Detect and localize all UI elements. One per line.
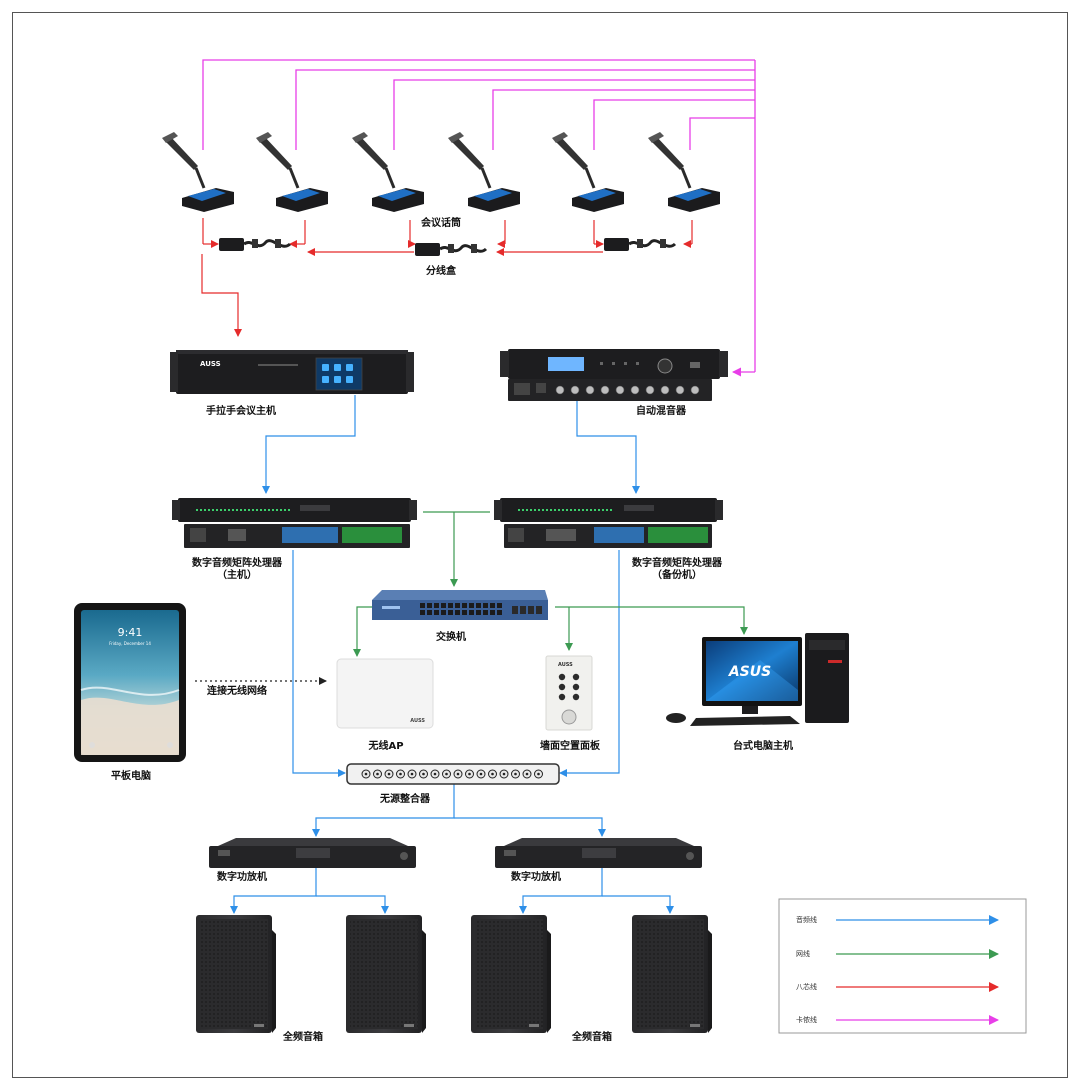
auto-mixer-unit (500, 349, 728, 401)
xlr-lines (202, 59, 756, 377)
conference-microphone-6 (648, 132, 720, 212)
diagram-frame (12, 12, 1068, 1078)
legend: 音频线 网线 八芯线 卡侬线 (778, 898, 1027, 1034)
dsp-main-unit (172, 498, 417, 548)
eight-core-lines (201, 218, 693, 337)
label-speakers-left: 全频音箱 (282, 1030, 323, 1043)
label-auto-mixer: 自动混音器 (636, 404, 687, 417)
label-conference-host: 手拉手会议主机 (206, 404, 276, 417)
conference-microphone-3 (352, 132, 424, 212)
legend-label-xlr: 卡侬线 (796, 1015, 817, 1024)
amplifier-left-unit (209, 838, 416, 868)
wireless-ap-brand: AUSS (410, 718, 425, 724)
audio-lines (230, 395, 674, 914)
passive-combiner-unit (346, 763, 560, 785)
dsp-backup-unit (494, 498, 723, 548)
label-desktop-pc: 台式电脑主机 (733, 739, 793, 752)
legend-label-audio: 音频线 (796, 915, 817, 924)
label-dsp-backup-1: 数字音频矩阵处理器 (632, 556, 723, 569)
conference-microphone-5 (552, 132, 624, 212)
label-amp-left: 数字功放机 (217, 870, 267, 883)
label-splitter-box: 分线盒 (426, 264, 457, 277)
label-speakers-right: 全频音箱 (571, 1030, 612, 1043)
label-passive-combiner: 无源整合器 (379, 792, 431, 805)
diagram-labels: 会议话筒 分线盒 手拉手会议主机 自动混音器 数字音频矩阵处理器 （主机） 数字… (111, 216, 793, 1043)
conference-host-unit: AUSS (170, 350, 414, 394)
tablet-date: Friday, December 14 (109, 641, 151, 646)
splitter-box-3 (604, 238, 677, 251)
legend-item-network: 网线 (796, 949, 999, 959)
splitter-boxes (219, 238, 677, 256)
conference-microphone-1 (162, 132, 234, 212)
wireless-ap-device: AUSS (336, 658, 434, 729)
full-range-speakers (196, 915, 712, 1033)
wall-panel-brand: AUSS (558, 662, 573, 668)
label-wall-panel: 墙面空置面板 (540, 739, 601, 752)
desktop-pc-device: ASUS (666, 633, 849, 726)
label-wireless-ap: 无线AP (367, 739, 403, 752)
conference-microphone-2 (256, 132, 328, 212)
label-amp-right: 数字功放机 (511, 870, 561, 883)
tablet-time: 9:41 (118, 626, 143, 639)
legend-label-eight-core: 八芯线 (796, 982, 817, 991)
amplifier-right-unit (495, 838, 702, 868)
pc-monitor-brand: ASUS (728, 664, 771, 680)
full-range-speaker-3 (471, 915, 551, 1033)
full-range-speaker-2 (346, 915, 426, 1033)
label-switch: 交换机 (436, 630, 466, 643)
splitter-box-1 (219, 238, 292, 251)
network-switch-unit (372, 590, 548, 620)
label-dsp-main-2: （主机） (217, 568, 257, 581)
splitter-box-2 (415, 243, 488, 256)
legend-item-eight-core: 八芯线 (796, 982, 999, 992)
legend-label-network: 网线 (796, 949, 810, 958)
network-lines (353, 511, 748, 657)
wall-panel-device: AUSS (545, 655, 593, 731)
label-tablet: 平板电脑 (111, 769, 151, 782)
label-conference-mics: 会议话筒 (421, 216, 461, 229)
label-wireless-link: 连接无线网络 (207, 684, 267, 697)
tablet-device: 9:41 Friday, December 14 (74, 603, 186, 762)
legend-item-audio: 音频线 (796, 915, 999, 925)
conference-microphones (162, 132, 720, 212)
conference-host-brand: AUSS (200, 360, 221, 368)
label-dsp-main-1: 数字音频矩阵处理器 (192, 556, 283, 569)
legend-item-xlr: 卡侬线 (796, 1015, 999, 1025)
full-range-speaker-4 (632, 915, 712, 1033)
conference-microphone-4 (448, 132, 520, 212)
full-range-speaker-1 (196, 915, 276, 1033)
label-dsp-backup-2: （备份机） (652, 568, 702, 581)
